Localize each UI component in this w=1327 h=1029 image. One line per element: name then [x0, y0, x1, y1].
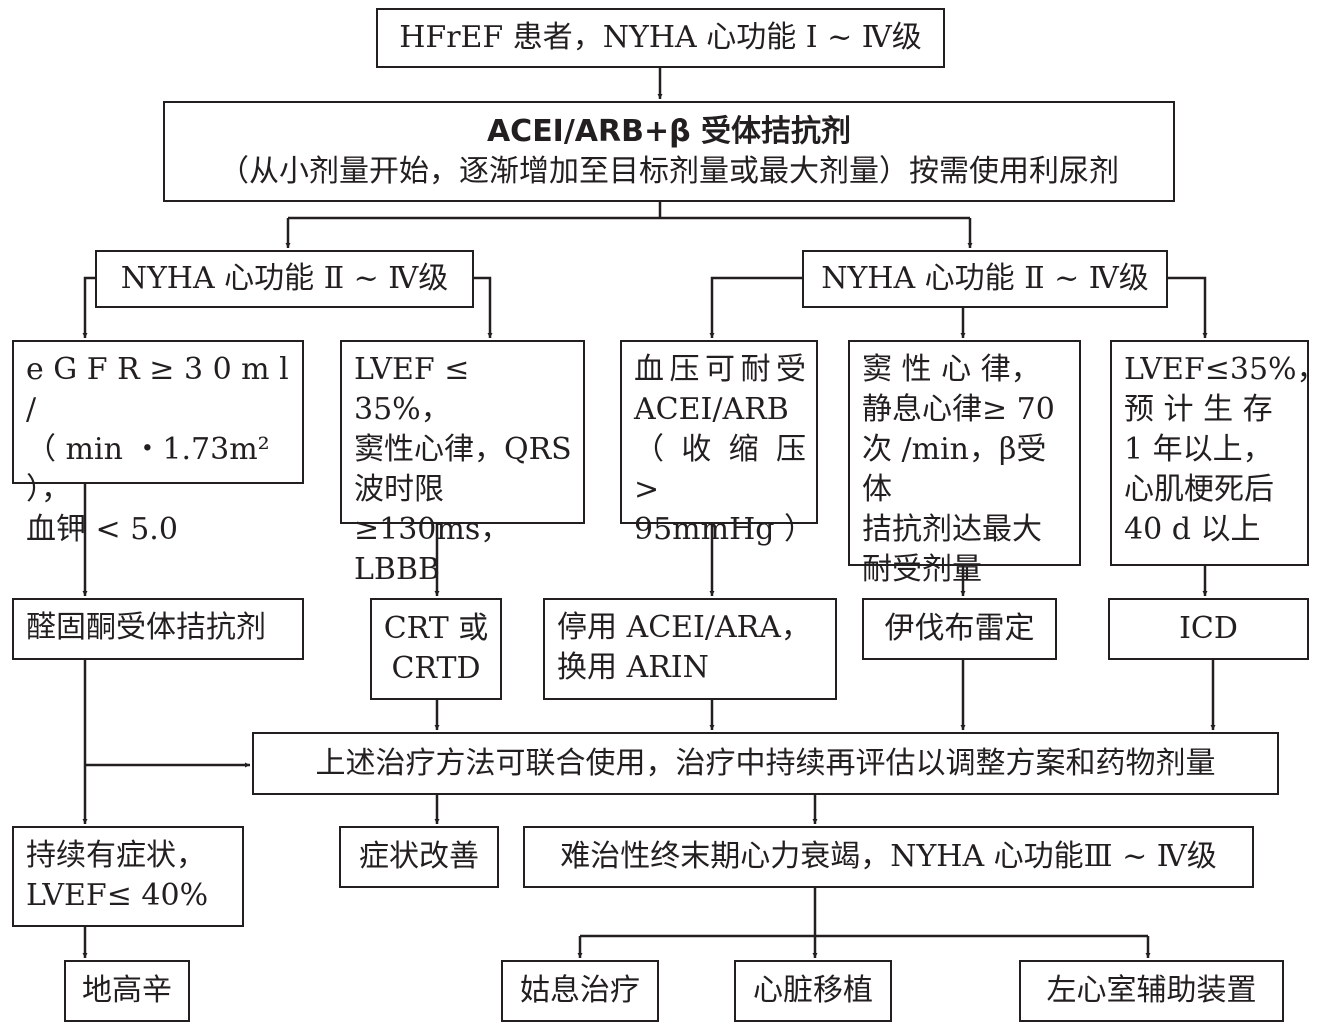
arrow-to-bp — [709, 276, 802, 338]
lvef-qrs-condition-box: LVEF ≤ 35%， 窦性心律，QRS 波时限≥130ms， LBBB — [340, 340, 585, 587]
arrow-to-lvef-qrs — [474, 276, 493, 338]
lvad-box: 左心室辅助装置 — [1019, 960, 1284, 1022]
icd-condition-box: LVEF≤35%， 预 计 生 存 1 年以上， 心肌梗死后 40 d 以上 — [1110, 340, 1327, 566]
crt-box: CRT 或 CRTD — [370, 598, 502, 700]
nyha-left-box: NYHA 心功能 Ⅱ ~ Ⅳ级 — [95, 250, 474, 308]
arrow-to-icd-cond — [1168, 276, 1208, 338]
combined-therapy-box: 上述治疗方法可联合使用，治疗中持续再评估以调整方案和药物剂量 — [252, 732, 1279, 795]
symptom-improved-box: 症状改善 — [339, 826, 499, 888]
treatment-note: （从小剂量开始，逐渐增加至目标剂量或最大剂量）按需使用利尿剂 — [219, 153, 1119, 189]
persistent-symptoms-box: 持续有症状， LVEF≤ 40% — [12, 826, 244, 927]
sinus-rhythm-condition-box: 窦 性 心 律， 静息心律≥ 70 次 /min，β受体 拮抗剂达最大 耐受剂量 — [848, 340, 1081, 587]
patient-box: HFrEF 患者，NYHA 心功能 Ⅰ ~ Ⅳ级 — [376, 8, 945, 68]
refractory-hf-box: 难治性终末期心力衰竭，NYHA 心功能Ⅲ ~ Ⅳ级 — [523, 826, 1254, 888]
connector-treatment-split — [288, 202, 970, 220]
ivabradine-box: 伊伐布雷定 — [862, 598, 1057, 660]
treatment-title: ACEI/ARB+β 受体拮抗剂 — [486, 113, 852, 149]
arni-switch-box: 停用 ACEI/ARA， 换用 ARIN — [543, 598, 837, 700]
icd-box: ICD — [1108, 598, 1309, 660]
palliative-care-box: 姑息治疗 — [501, 960, 659, 1022]
bp-condition-box: 血压可耐受 ACEI/ARB （ 收 缩 压 > 95mmHg ） — [620, 340, 818, 547]
heart-transplant-box: 心脏移植 — [734, 960, 892, 1022]
nyha-right-box: NYHA 心功能 Ⅱ ~ Ⅳ级 — [802, 250, 1168, 308]
arrow-to-egfr — [82, 276, 95, 338]
digoxin-box: 地高辛 — [64, 960, 190, 1022]
egfr-condition-box: e G F R ≥ 3 0 m l / （ min ・1.73m² ）， 血钾 … — [12, 340, 304, 547]
connector-refractory-split — [580, 888, 1148, 938]
aldosterone-antagonist-box: 醛固酮受体拮抗剂 — [12, 598, 304, 660]
treatment-box: ACEI/ARB+β 受体拮抗剂 （从小剂量开始，逐渐增加至目标剂量或最大剂量）… — [163, 101, 1175, 202]
